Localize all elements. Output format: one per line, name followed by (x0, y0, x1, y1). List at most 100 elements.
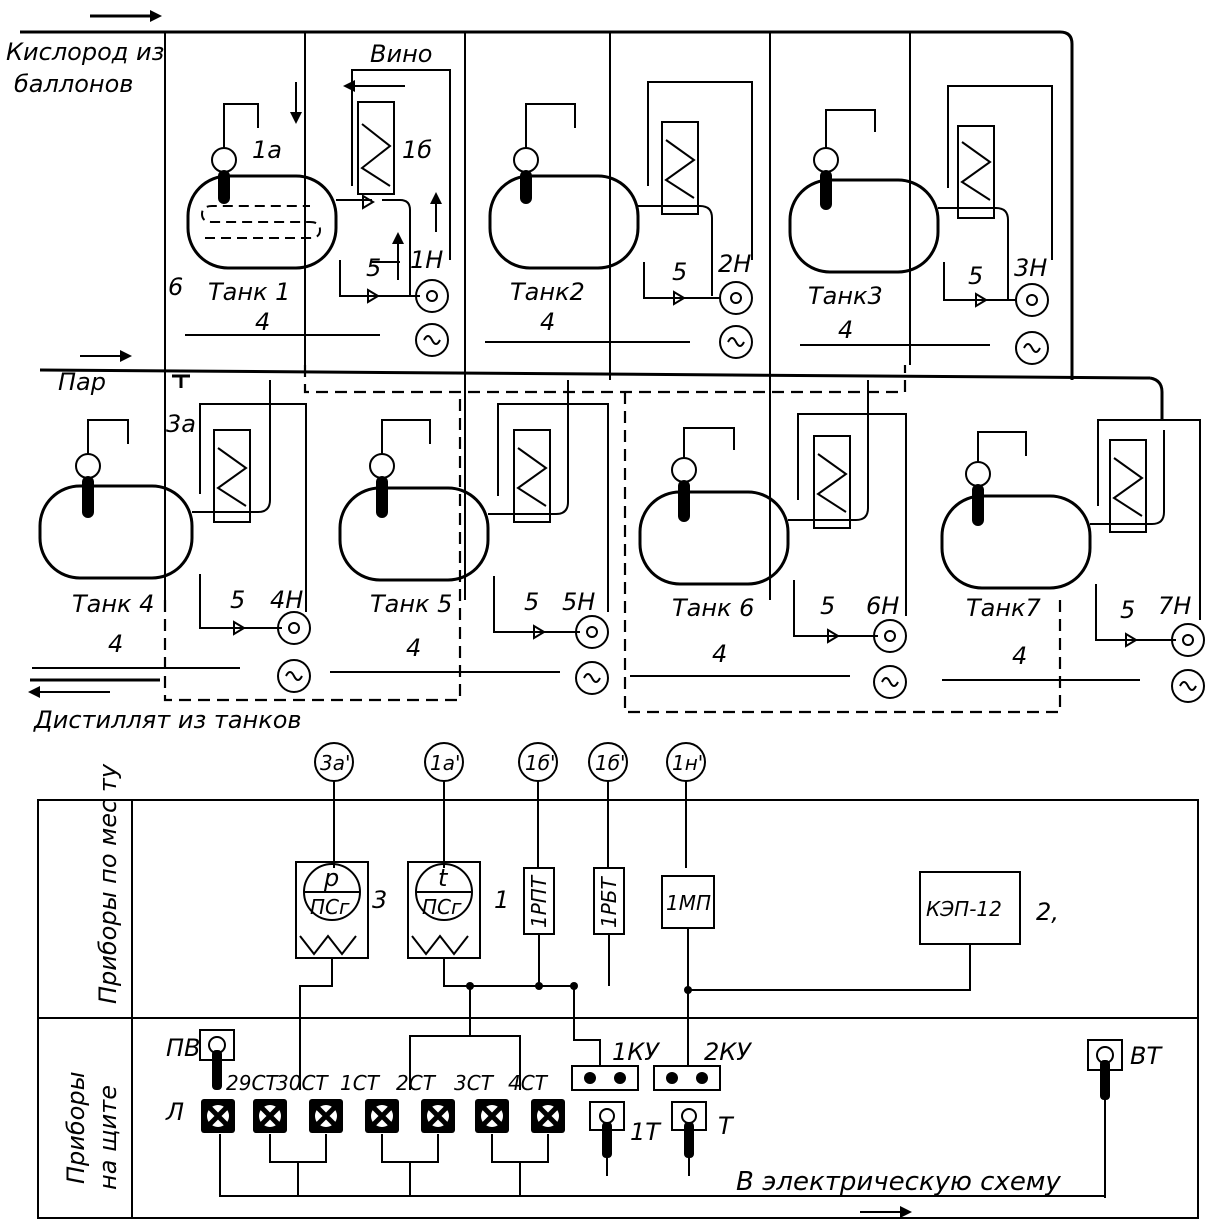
tank-1-pos-5: 5 (366, 254, 381, 282)
steam-label: Пар (58, 368, 106, 396)
key-switch-2ku-body[interactable] (653, 1065, 721, 1091)
tank-2-label: Танк2 (510, 278, 585, 306)
tank-5-pos-5: 5 (524, 588, 539, 616)
oxygen-label-2: баллонов (14, 70, 133, 98)
tank-7-motor-symbol (1179, 681, 1197, 691)
toggle-t[interactable]: Т (671, 1101, 735, 1158)
switch-pv[interactable]: ПВ (166, 1029, 235, 1090)
node (535, 982, 543, 990)
tank-1-motor (415, 323, 449, 357)
tank-3-label: Танк3 (808, 282, 883, 310)
tank-2-hx-coil (664, 139, 696, 199)
signal-lamps: Л 29СТ 30СТ 1СТ 2СТ 3СТ 4СТ (165, 1071, 565, 1133)
steam-line-end (1149, 376, 1164, 420)
tank-1-pos-4: 4 (255, 308, 270, 336)
key-switch-1ku[interactable]: 1КУ (571, 1038, 660, 1091)
tank-7-motor (1171, 669, 1205, 703)
lamp-4st-label: 4СТ (508, 1071, 549, 1095)
tank-3-piping (938, 207, 1009, 300)
lamp-29st-cross (260, 1106, 280, 1126)
key-switch-1ku-contact (614, 1072, 626, 1084)
key-switch-2ku-label: 2КУ (704, 1038, 752, 1066)
lamp-l-label: Л (165, 1098, 184, 1126)
tank-6-thermometer-stem (678, 480, 690, 522)
switch-pv-label: ПВ (166, 1034, 201, 1062)
steam-header-line (39, 368, 1151, 380)
tank-2-pump-line (643, 262, 720, 299)
key-switch-2ku[interactable]: 2КУ (653, 1038, 752, 1091)
tank-4-vessel (38, 484, 194, 580)
tank-4-motor (277, 659, 311, 693)
tank-2-valve-5 (673, 290, 686, 306)
tank-7-sensor-line (977, 431, 1027, 462)
tank-3-motor-symbol (1023, 343, 1041, 353)
tank-3-motor (1015, 331, 1049, 365)
tank-2-motor-symbol (727, 337, 745, 347)
relay-rpt-label: 1РПТ (527, 874, 551, 928)
tank-4-pump-line (199, 574, 282, 629)
tank-6-pos-5: 5 (820, 592, 835, 620)
toggle-t-lever (684, 1122, 694, 1158)
tank-7-vessel (940, 494, 1092, 590)
bubble-1b-rpt-label: 1б' (525, 751, 556, 775)
section-panel-label-2: на щите (94, 1085, 122, 1190)
tank-2-pump (719, 281, 753, 315)
temperature-recorder-symbol: t (438, 864, 449, 892)
electric-bus (219, 1134, 1105, 1197)
tank-4-sensor-line (87, 419, 129, 454)
tank-1-coil (200, 205, 322, 239)
tank-5-pump-line (493, 576, 580, 633)
instrument-panel-frame: Приборы по мес ту Приборы на щите (37, 763, 1199, 1219)
lamp-4st-cross (538, 1106, 558, 1126)
section-panel-label-1: Приборы (62, 1071, 90, 1184)
tank-5-label: Танк 5 (370, 590, 452, 618)
tank-4-heat-exchanger (213, 429, 251, 523)
tank-7-label: Танк7 (966, 594, 1042, 622)
tank-5-pump-core (586, 626, 598, 638)
tank-3-pump-line (943, 262, 1016, 301)
switch-vt[interactable]: ВТ (1087, 1039, 1163, 1198)
tank-3-vessel (788, 178, 940, 274)
tank-4-pump (277, 611, 311, 645)
tank-7-thermometer-stem (972, 484, 984, 526)
toggle-1t[interactable]: 1Т (589, 1101, 662, 1158)
key-switch-1ku-body[interactable] (571, 1065, 639, 1091)
temperature-recorder-type: ПСг (422, 895, 462, 919)
tank-6-motor-symbol (881, 677, 899, 687)
tank-1-thermometer-stem (218, 170, 230, 204)
lamp-3st-cross (482, 1106, 502, 1126)
tank-4-thermometer-bulb (75, 453, 101, 479)
key-switch-1ku-contact (584, 1072, 596, 1084)
to-electric-label: В электрическую схему (736, 1167, 1061, 1197)
wire-starter-kep (687, 928, 971, 1066)
oxygen-supply: Кислород из баллонов (6, 10, 164, 98)
tank-3-thermometer-stem (820, 170, 832, 210)
tank-1-label: Танк 1 (208, 278, 290, 306)
wine-label: Вино (370, 40, 432, 68)
tank-3-thermometer-bulb (813, 147, 839, 173)
magnetic-starter: 1МП (661, 875, 715, 929)
tank-6-sensor-line (683, 427, 735, 458)
kep-timer-label: КЭП-12 (926, 897, 1002, 921)
tank-4-thermometer-stem (82, 476, 94, 518)
tank-7-piping (1090, 430, 1165, 525)
tank-1-pump-core (426, 290, 438, 302)
oxygen-label-1: Кислород из (6, 38, 164, 66)
tank-6-piping (788, 380, 869, 521)
tank-6-hx-coil (816, 453, 848, 513)
arrow-head (150, 10, 162, 22)
tank-7-unit: Танк7 4 5 7Н (940, 419, 1205, 703)
relay-rpt: 1РПТ (523, 867, 555, 935)
switch-vt-label: ВТ (1130, 1042, 1163, 1070)
bubble-1b-rbt-label: 1б' (595, 751, 626, 775)
relay-rbt-label: 1РБТ (597, 875, 621, 928)
tank-4-pump-core (288, 622, 300, 634)
lamp-2st-label: 2СТ (396, 1071, 437, 1095)
bubble-1n-label: 1н' (672, 751, 703, 775)
pressure-recorder-type: ПСг (310, 895, 350, 919)
bubble-1a-label: 1а' (430, 751, 460, 775)
wire-temperature (409, 958, 574, 1090)
temperature-recorder-scale (411, 934, 469, 956)
arrow-head (120, 350, 132, 362)
group-dashed-1 (303, 365, 907, 394)
